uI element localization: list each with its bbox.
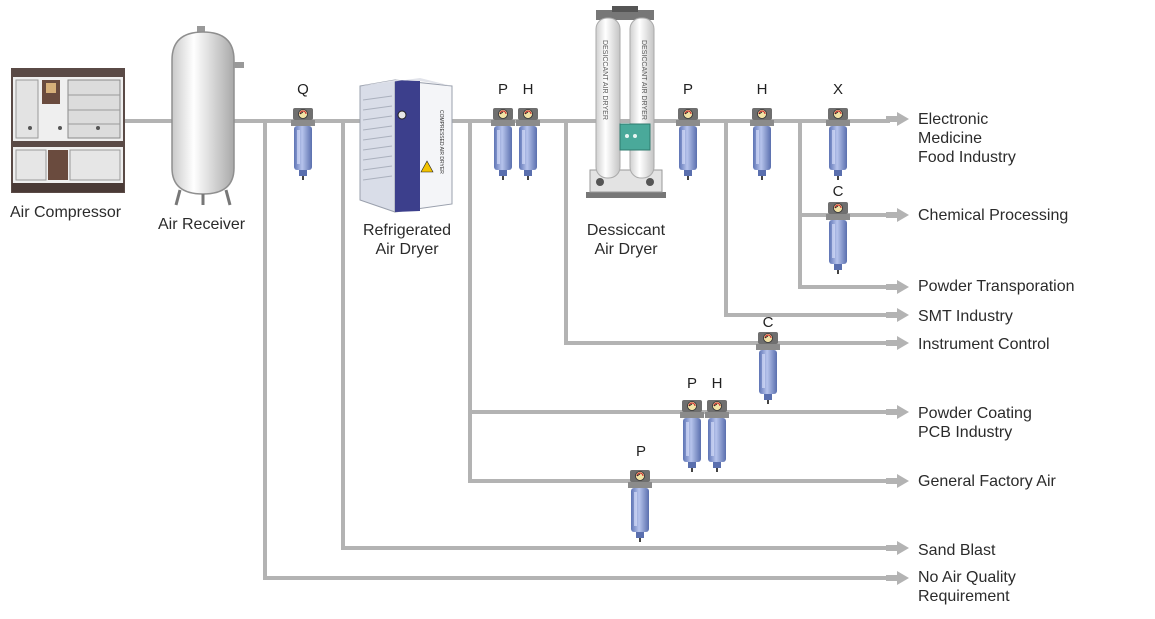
refrigerated-dryer-label: Refrigerated Air Dryer <box>355 221 459 259</box>
output-powder-transporation: Powder Transporation <box>918 278 1075 295</box>
output-label-line: Food Industry <box>918 149 1016 166</box>
desiccant-tower-text-left: DESICCANT AIR DRYER <box>601 40 608 120</box>
branch-instrument <box>564 121 890 345</box>
filter-label-c: C <box>832 183 844 200</box>
arrow-icon <box>886 280 909 294</box>
output-label-line: Requirement <box>918 588 1010 605</box>
filter-label-p: P <box>686 375 697 392</box>
output-label-line: Medicine <box>918 130 983 147</box>
desiccant-dryer-label-line1: Dessiccant <box>586 222 666 239</box>
filter-icon <box>755 331 781 405</box>
branch-sand-blast <box>341 121 890 550</box>
arrow-icon <box>886 112 909 126</box>
filter-label-q: Q <box>297 81 309 98</box>
filter-icon <box>675 107 701 181</box>
air-receiver-tank-icon <box>171 26 244 206</box>
desiccant-air-dryer-icon: DESICCANT AIR DRYER DESICCANT AIR DRYER <box>586 6 666 198</box>
output-electronic-medicine-food: Electronic Medicine Food Industry <box>918 110 1016 167</box>
output-powder-coating-pcb: Powder Coating PCB Industry <box>918 404 1032 442</box>
refrigerated-air-dryer-icon: COMPRESSED AIR DRYER <box>359 78 453 213</box>
desiccant-dryer-label-line2: Air Dryer <box>594 241 658 258</box>
filter-icon <box>515 107 541 181</box>
output-instrument-control: Instrument Control <box>918 336 1050 353</box>
filter-label-h: H <box>711 375 723 392</box>
arrow-icon <box>886 336 909 350</box>
filter-label-h: H <box>522 81 534 98</box>
branch-no-quality <box>263 121 890 580</box>
filter-icon <box>490 107 516 181</box>
filter-icon <box>825 201 851 275</box>
output-sand-blast: Sand Blast <box>918 542 996 559</box>
filter-icon <box>825 107 851 181</box>
arrow-icon <box>886 571 909 585</box>
air-compressor-icon <box>11 68 125 193</box>
output-label-line: PCB Industry <box>918 424 1013 441</box>
output-label-line: No Air Quality <box>918 569 1016 586</box>
filter-label-p: P <box>635 443 646 460</box>
filter-icon <box>679 399 705 473</box>
arrow-icon <box>886 308 909 322</box>
refrigerated-dryer-label-line1: Refrigerated <box>362 222 452 239</box>
output-label-line: Electronic <box>918 111 989 128</box>
filter-label-p: P <box>497 81 508 98</box>
filter-icon <box>627 469 653 543</box>
filter-icon <box>749 107 775 181</box>
output-no-air-quality: No Air Quality Requirement <box>918 568 1016 606</box>
branch-general-air <box>468 121 890 483</box>
arrow-icon <box>886 405 909 419</box>
dryer-panel-text: COMPRESSED AIR DRYER <box>438 110 444 174</box>
arrow-icon <box>886 474 909 488</box>
arrow-icon <box>886 208 909 222</box>
output-smt-industry: SMT Industry <box>918 308 1013 325</box>
output-chemical-processing: Chemical Processing <box>918 207 1069 224</box>
output-label-line: Powder Coating <box>918 405 1032 422</box>
arrow-icon <box>886 541 909 555</box>
output-general-factory-air: General Factory Air <box>918 473 1056 490</box>
air-compressor-label: Air Compressor <box>10 204 122 221</box>
branch-powder-transport <box>798 121 890 289</box>
filter-icon <box>290 107 316 181</box>
filter-label-p: P <box>682 81 693 98</box>
desiccant-dryer-label: Dessiccant Air Dryer <box>578 221 674 259</box>
desiccant-tower-text-right: DESICCANT AIR DRYER <box>640 40 647 120</box>
branch-smt <box>724 121 890 317</box>
filter-label-c: C <box>762 314 774 331</box>
filter-label-x: X <box>832 81 843 98</box>
filter-label-h: H <box>756 81 768 98</box>
air-receiver-label: Air Receiver <box>158 216 246 233</box>
refrigerated-dryer-label-line2: Air Dryer <box>375 241 439 258</box>
filter-icon <box>704 399 730 473</box>
output-arrows <box>886 112 909 585</box>
